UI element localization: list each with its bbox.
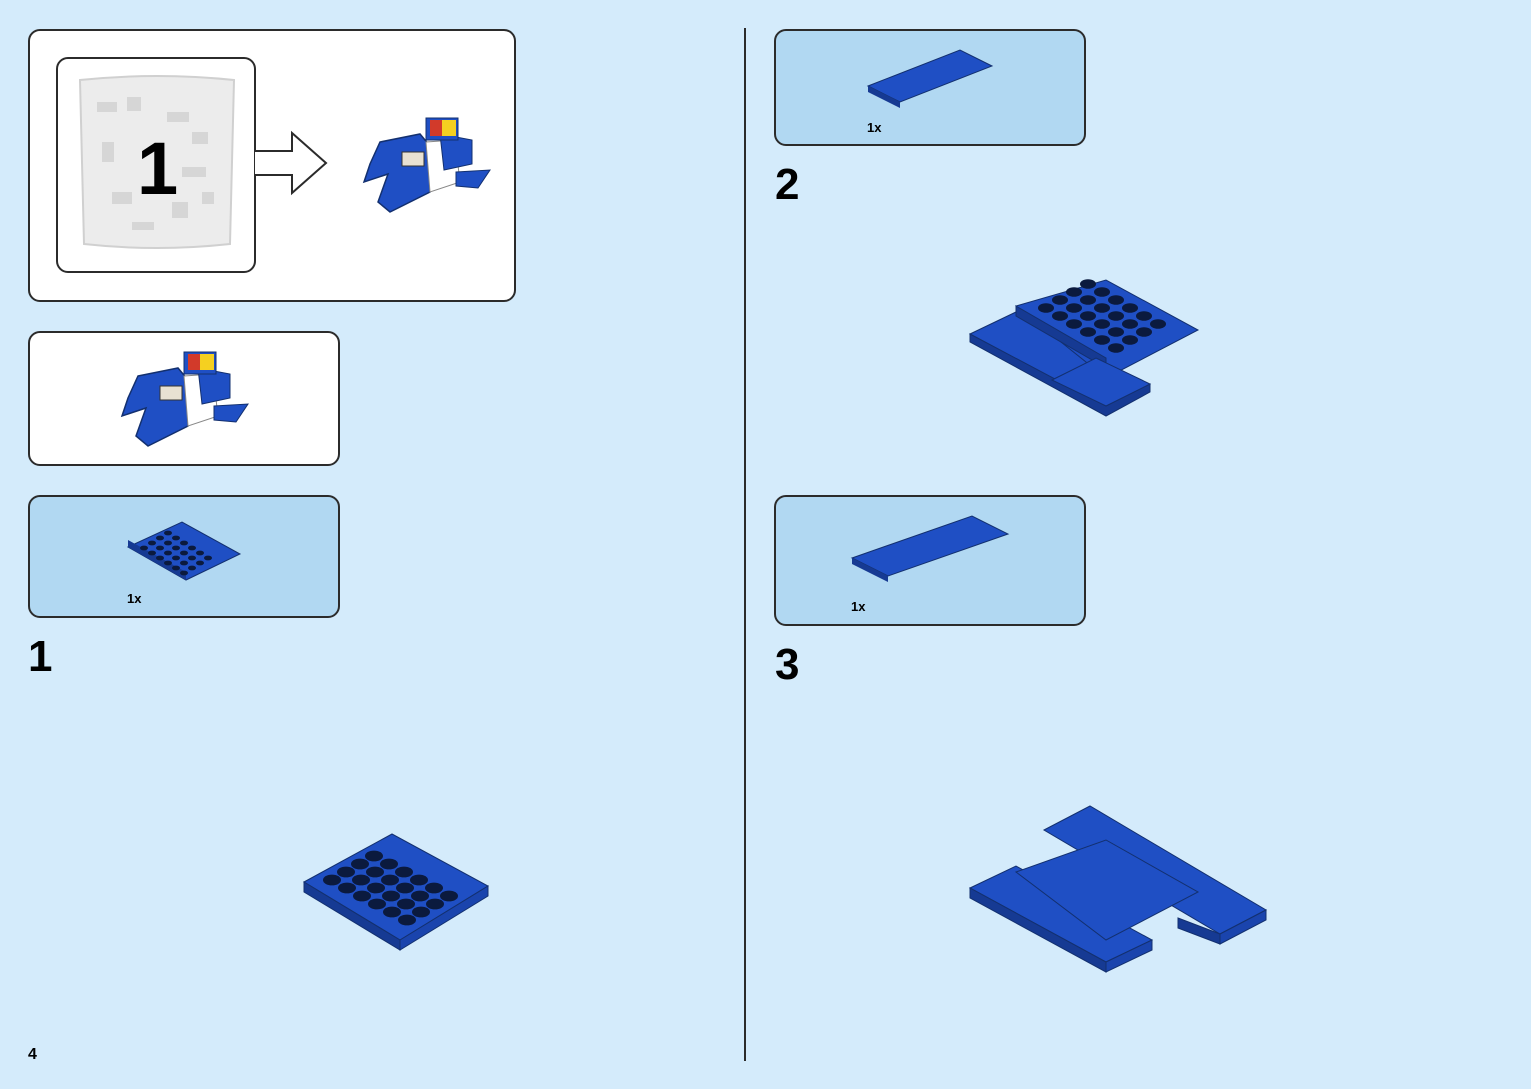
- penguin-model-icon: [360, 112, 492, 216]
- step-3-assembly-icon: [966, 800, 1270, 990]
- page-number: 4: [28, 1046, 37, 1064]
- step-3-number: 3: [775, 643, 799, 687]
- step-1-assembly-icon: [300, 830, 492, 952]
- step-3-part-qty: 1x: [851, 599, 865, 614]
- blue-plate-part-icon: [864, 44, 996, 108]
- step-2-number: 2: [775, 163, 799, 207]
- step-2-assembly-icon: [966, 278, 1202, 438]
- blue-plate-part-icon: [122, 510, 246, 582]
- penguin-model-icon: [118, 346, 250, 450]
- step-2-part-qty: 1x: [867, 120, 881, 135]
- step-1-part-qty: 1x: [127, 591, 141, 606]
- bag-number: 1: [137, 132, 178, 206]
- blue-plate-part-icon: [848, 510, 1012, 580]
- arrow-right-icon: [254, 130, 330, 196]
- column-divider: [744, 28, 746, 1061]
- step-1-number: 1: [28, 635, 52, 679]
